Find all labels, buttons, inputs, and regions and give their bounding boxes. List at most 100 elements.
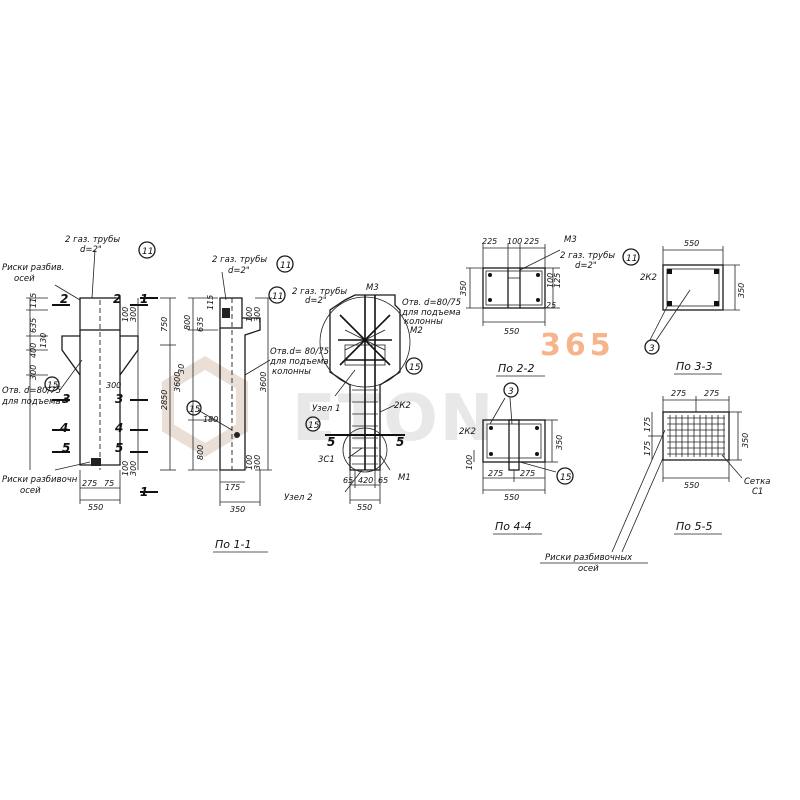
- dim-275-44-a: 275: [488, 469, 503, 478]
- section-2-2-labels: 225 100 225 М3 2 газ. трубы d=2" 11 350 …: [459, 235, 640, 377]
- dim-100-22: 100: [507, 237, 522, 246]
- axis-marks-bottom-label: Риски разбивочн: [2, 475, 78, 485]
- section-4-4-labels: 3 2К2 350 100 275 275 550 15 По 4-4: [459, 382, 574, 535]
- dim-550-c: 550: [357, 503, 372, 512]
- pipes-label-3: 2 газ. трубы: [292, 287, 347, 297]
- dim-115-b: 115: [206, 295, 215, 310]
- callout-11-text: 11: [142, 247, 153, 257]
- dim-635: 635: [29, 318, 38, 333]
- dim-30: 30: [177, 364, 186, 374]
- section-3-3-labels: 550 2К2 350 3 По 3-3: [640, 239, 746, 375]
- section-mark-2-left: 2: [60, 292, 68, 306]
- section-mark-1-bottom: 1: [140, 485, 148, 499]
- pipes-label: 2 газ. трубы: [65, 235, 120, 245]
- callout-3-44-text: 3: [508, 387, 514, 397]
- section-5-5-labels: 275 275 175 175 350 550 Сетка С1 По 5-5: [643, 389, 770, 535]
- section-3-3: [649, 246, 740, 343]
- callout-15-d-text: 15: [308, 421, 320, 431]
- callout-circle-11-c: [268, 286, 286, 304]
- callout-circle-15-44: [556, 467, 574, 485]
- hole-label-2: для подъема: [1, 397, 61, 407]
- callout-circle-3-33: [644, 339, 660, 355]
- mark-m3-22: М3: [564, 235, 577, 245]
- pipes-diameter-label: d=2": [80, 245, 102, 255]
- watermark: ETON 365: [162, 328, 615, 457]
- hole-label-c-2: для подъема: [401, 308, 461, 318]
- mark-2k2: 2К2: [394, 401, 411, 411]
- dim-100-44: 100: [465, 455, 474, 470]
- watermark-number: 365: [540, 328, 615, 363]
- dim-225-b: 225: [524, 237, 539, 246]
- dim-400: 400: [29, 343, 38, 358]
- section-4-4: [473, 397, 558, 494]
- dim-550-55: 550: [684, 481, 699, 490]
- axis-marks-note-label-2: осей: [578, 564, 599, 574]
- stirrups: [352, 389, 378, 465]
- node-2-circle: [342, 427, 388, 473]
- pipes-diameter-label-22: d=2": [575, 261, 597, 271]
- dim-350-33: 350: [737, 283, 746, 298]
- watermark-hexagon-icon: [162, 356, 248, 457]
- axis-marks-bottom-label-2: осей: [20, 486, 41, 496]
- mark-m3: М3: [366, 283, 379, 293]
- callout-circle-11: [138, 241, 156, 259]
- dim-25-22: 25: [546, 301, 556, 310]
- dim-550-33: 550: [684, 239, 699, 248]
- hole-label-b: Отв.d= 80/75: [270, 347, 329, 357]
- dim-300-mid: 300: [106, 381, 121, 390]
- dim-350-55: 350: [741, 433, 750, 448]
- dim-3600-b: 3600: [259, 372, 268, 392]
- column-view-side: [188, 271, 272, 506]
- dim-550-22: 550: [504, 327, 519, 336]
- callout-circle-11-22: [622, 248, 640, 266]
- pipes-diameter-label-3: d=2": [305, 296, 327, 306]
- pipes-label-22: 2 газ. трубы: [560, 251, 615, 261]
- section-mark-4-right: 4: [114, 421, 123, 435]
- mark-3c1: 3С1: [318, 455, 335, 465]
- callout-circle-15-d: [305, 416, 321, 432]
- dim-180: 180: [203, 415, 218, 424]
- dim-2850: 2850: [160, 390, 169, 410]
- section-mark-5-right: 5: [115, 441, 123, 455]
- callout-15-44-text: 15: [560, 473, 572, 483]
- axis-marks-note: Риски разбивочных осей: [540, 553, 648, 574]
- dim-420: 420: [358, 476, 373, 485]
- dim-130: 130: [39, 333, 48, 348]
- reinforcement-view: [319, 294, 411, 504]
- callout-11-c-text: 11: [272, 292, 283, 302]
- section-title-5-5: По 5-5: [676, 520, 712, 533]
- mark-2k2-33: 2К2: [640, 273, 657, 283]
- section-mark-4-left: 4: [59, 421, 68, 435]
- callout-circle-11-b: [276, 255, 294, 273]
- callout-circle-15-b: [186, 400, 202, 416]
- section-5-5: [611, 396, 743, 553]
- column-view-front-labels: 2 газ. трубы d=2" 11 Риски разбив. осей …: [1, 235, 186, 512]
- section-mark-5-left: 5: [62, 441, 70, 455]
- mesh-label: Сетка: [744, 477, 770, 487]
- dim-3600: 3600: [173, 372, 182, 392]
- dim-275-55-a: 275: [671, 389, 686, 398]
- dim-100-22-v: 100: [546, 273, 555, 288]
- section-mark-3-left: 3: [62, 392, 70, 406]
- mesh-id-label: С1: [752, 487, 763, 497]
- dim-300-bottom: 300: [129, 461, 138, 476]
- dim-275-55-b: 275: [704, 389, 719, 398]
- dim-115: 115: [29, 293, 38, 308]
- dim-100-b: 100: [245, 307, 254, 322]
- dim-225-a: 225: [482, 237, 497, 246]
- dim-125-22: 125: [553, 273, 562, 288]
- callout-circle-3-44: [503, 382, 519, 398]
- axis-marks-label-2: осей: [14, 274, 35, 284]
- mark-m2: М2: [410, 326, 423, 336]
- hole-label: Отв. d=80/75: [2, 386, 61, 396]
- callout-15-b-text: 15: [189, 405, 201, 415]
- dim-275-44-b: 275: [520, 469, 535, 478]
- column-view-front: [26, 249, 176, 504]
- callout-circle-15-c: [405, 357, 423, 375]
- callout-11-22-text: 11: [626, 254, 637, 264]
- section-title-3-3: По 3-3: [676, 360, 712, 373]
- section-title-4-4: По 4-4: [495, 520, 531, 533]
- dim-300-b-bottom: 300: [253, 455, 262, 470]
